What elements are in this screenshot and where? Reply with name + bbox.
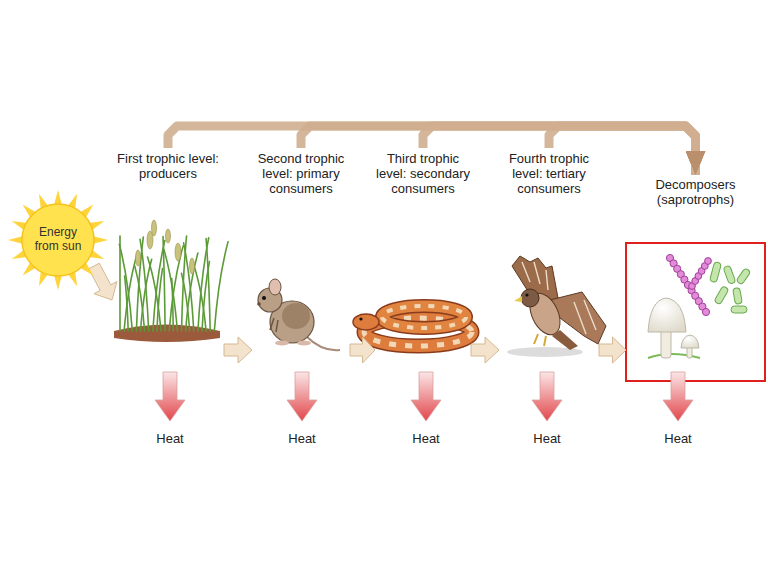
heat-arrow (663, 372, 693, 421)
grass-illustration (135, 266, 145, 331)
decomposer-illustration (710, 262, 751, 313)
energy-flow-arrow (350, 337, 375, 363)
decomposer-illustration (648, 298, 686, 332)
sun-label: Energy from sun (30, 226, 86, 254)
snake-illustration (359, 317, 362, 320)
heat-label: Heat (140, 432, 200, 447)
decomposer-illustration (736, 268, 751, 285)
snake-illustration (353, 314, 379, 330)
decomposer-flow-arrow (301, 126, 696, 175)
grass-illustration (136, 220, 195, 274)
grass-illustration (166, 229, 171, 243)
decomposer-illustration (733, 287, 743, 304)
grass-illustration (182, 273, 190, 331)
grass-illustration (175, 243, 181, 261)
trophic-level: Second trophic level: primary consumers (252, 152, 350, 365)
trophic-level: Third trophic level: secondary consumers (375, 152, 471, 365)
sun-disc (22, 204, 94, 276)
heat-label: Heat (648, 432, 708, 447)
decomposer-illustration (666, 254, 711, 315)
decomposer-illustration (626, 243, 765, 381)
heat-label: Heat (272, 432, 332, 447)
mouse-illustration (275, 341, 289, 346)
mouse-illustration (270, 318, 278, 332)
grass-illustration (152, 220, 157, 236)
snake-illustration (382, 306, 466, 328)
hawk-illustration (507, 256, 606, 357)
trophic-level: First trophic level: producers (112, 152, 224, 365)
mouse-illustration (269, 279, 281, 295)
level-heading: Second trophic level: primary consumers (252, 152, 350, 197)
hawk-illustration (522, 262, 548, 290)
energy-flow-arrow (224, 337, 252, 363)
level-heading: Third trophic level: secondary consumers (375, 152, 471, 197)
decomposer-illustration (710, 262, 722, 283)
mouse-illustration (297, 341, 311, 346)
grass-illustration (184, 243, 194, 331)
mouse-illustration (257, 279, 340, 350)
heat-label: Heat (517, 432, 577, 447)
mouse-illustration (282, 303, 310, 329)
hawk-illustration (521, 289, 539, 307)
decomposer-illustration (714, 286, 729, 305)
decomposer-illustration (723, 265, 736, 284)
decomposer-illustration (626, 243, 765, 381)
snake-illustration (382, 306, 466, 328)
heat-arrow (532, 372, 562, 421)
mouse-illustration (262, 296, 266, 300)
grass-illustration (193, 264, 206, 331)
sun-node: Energy from sun (22, 204, 94, 276)
heat-arrow (155, 372, 185, 421)
level-heading: Decomposers (saprotrophs) (626, 178, 765, 208)
heat-arrow (155, 372, 693, 421)
grass-illustration (190, 258, 195, 274)
grass-illustration (114, 220, 228, 342)
heat-arrow (411, 372, 441, 421)
grass-illustration (119, 236, 228, 331)
level-heading: First trophic level: producers (112, 152, 224, 182)
hawk-illustration (525, 293, 528, 296)
mouse-illustration (257, 302, 261, 306)
energy-flow-arrow (599, 337, 626, 363)
grass-illustration (148, 257, 161, 331)
decomposer-illustration (731, 306, 747, 313)
energy-flow-arrow (89, 263, 117, 300)
hawk-illustration (514, 296, 522, 302)
grass-illustration (119, 244, 132, 331)
snake-illustration (353, 306, 472, 346)
grass-illustration (140, 239, 149, 331)
mouse-illustration (306, 336, 340, 350)
level-heading: Fourth trophic level: tertiary consumers (499, 152, 599, 197)
decomposer-illustration (681, 335, 699, 348)
energy-flow-arrow (471, 337, 499, 363)
hawk-illustration (552, 330, 578, 350)
grass-illustration (136, 250, 141, 266)
grass-illustration (206, 238, 210, 331)
decomposer-illustration (702, 308, 709, 315)
grass-illustration (214, 242, 228, 331)
heat-label: Heat (396, 432, 456, 447)
grass-illustration (114, 325, 220, 343)
grass-illustration (164, 249, 178, 331)
trophic-level: Fourth trophic level: tertiary consumers (499, 152, 599, 365)
snake-illustration (382, 306, 466, 328)
hawk-illustration (574, 300, 596, 334)
decomposer-box: Decomposers (saprotrophs) (626, 178, 765, 381)
heat-arrow (287, 372, 317, 421)
decomposer-illustration (705, 258, 712, 265)
hawk-illustration (534, 334, 546, 346)
